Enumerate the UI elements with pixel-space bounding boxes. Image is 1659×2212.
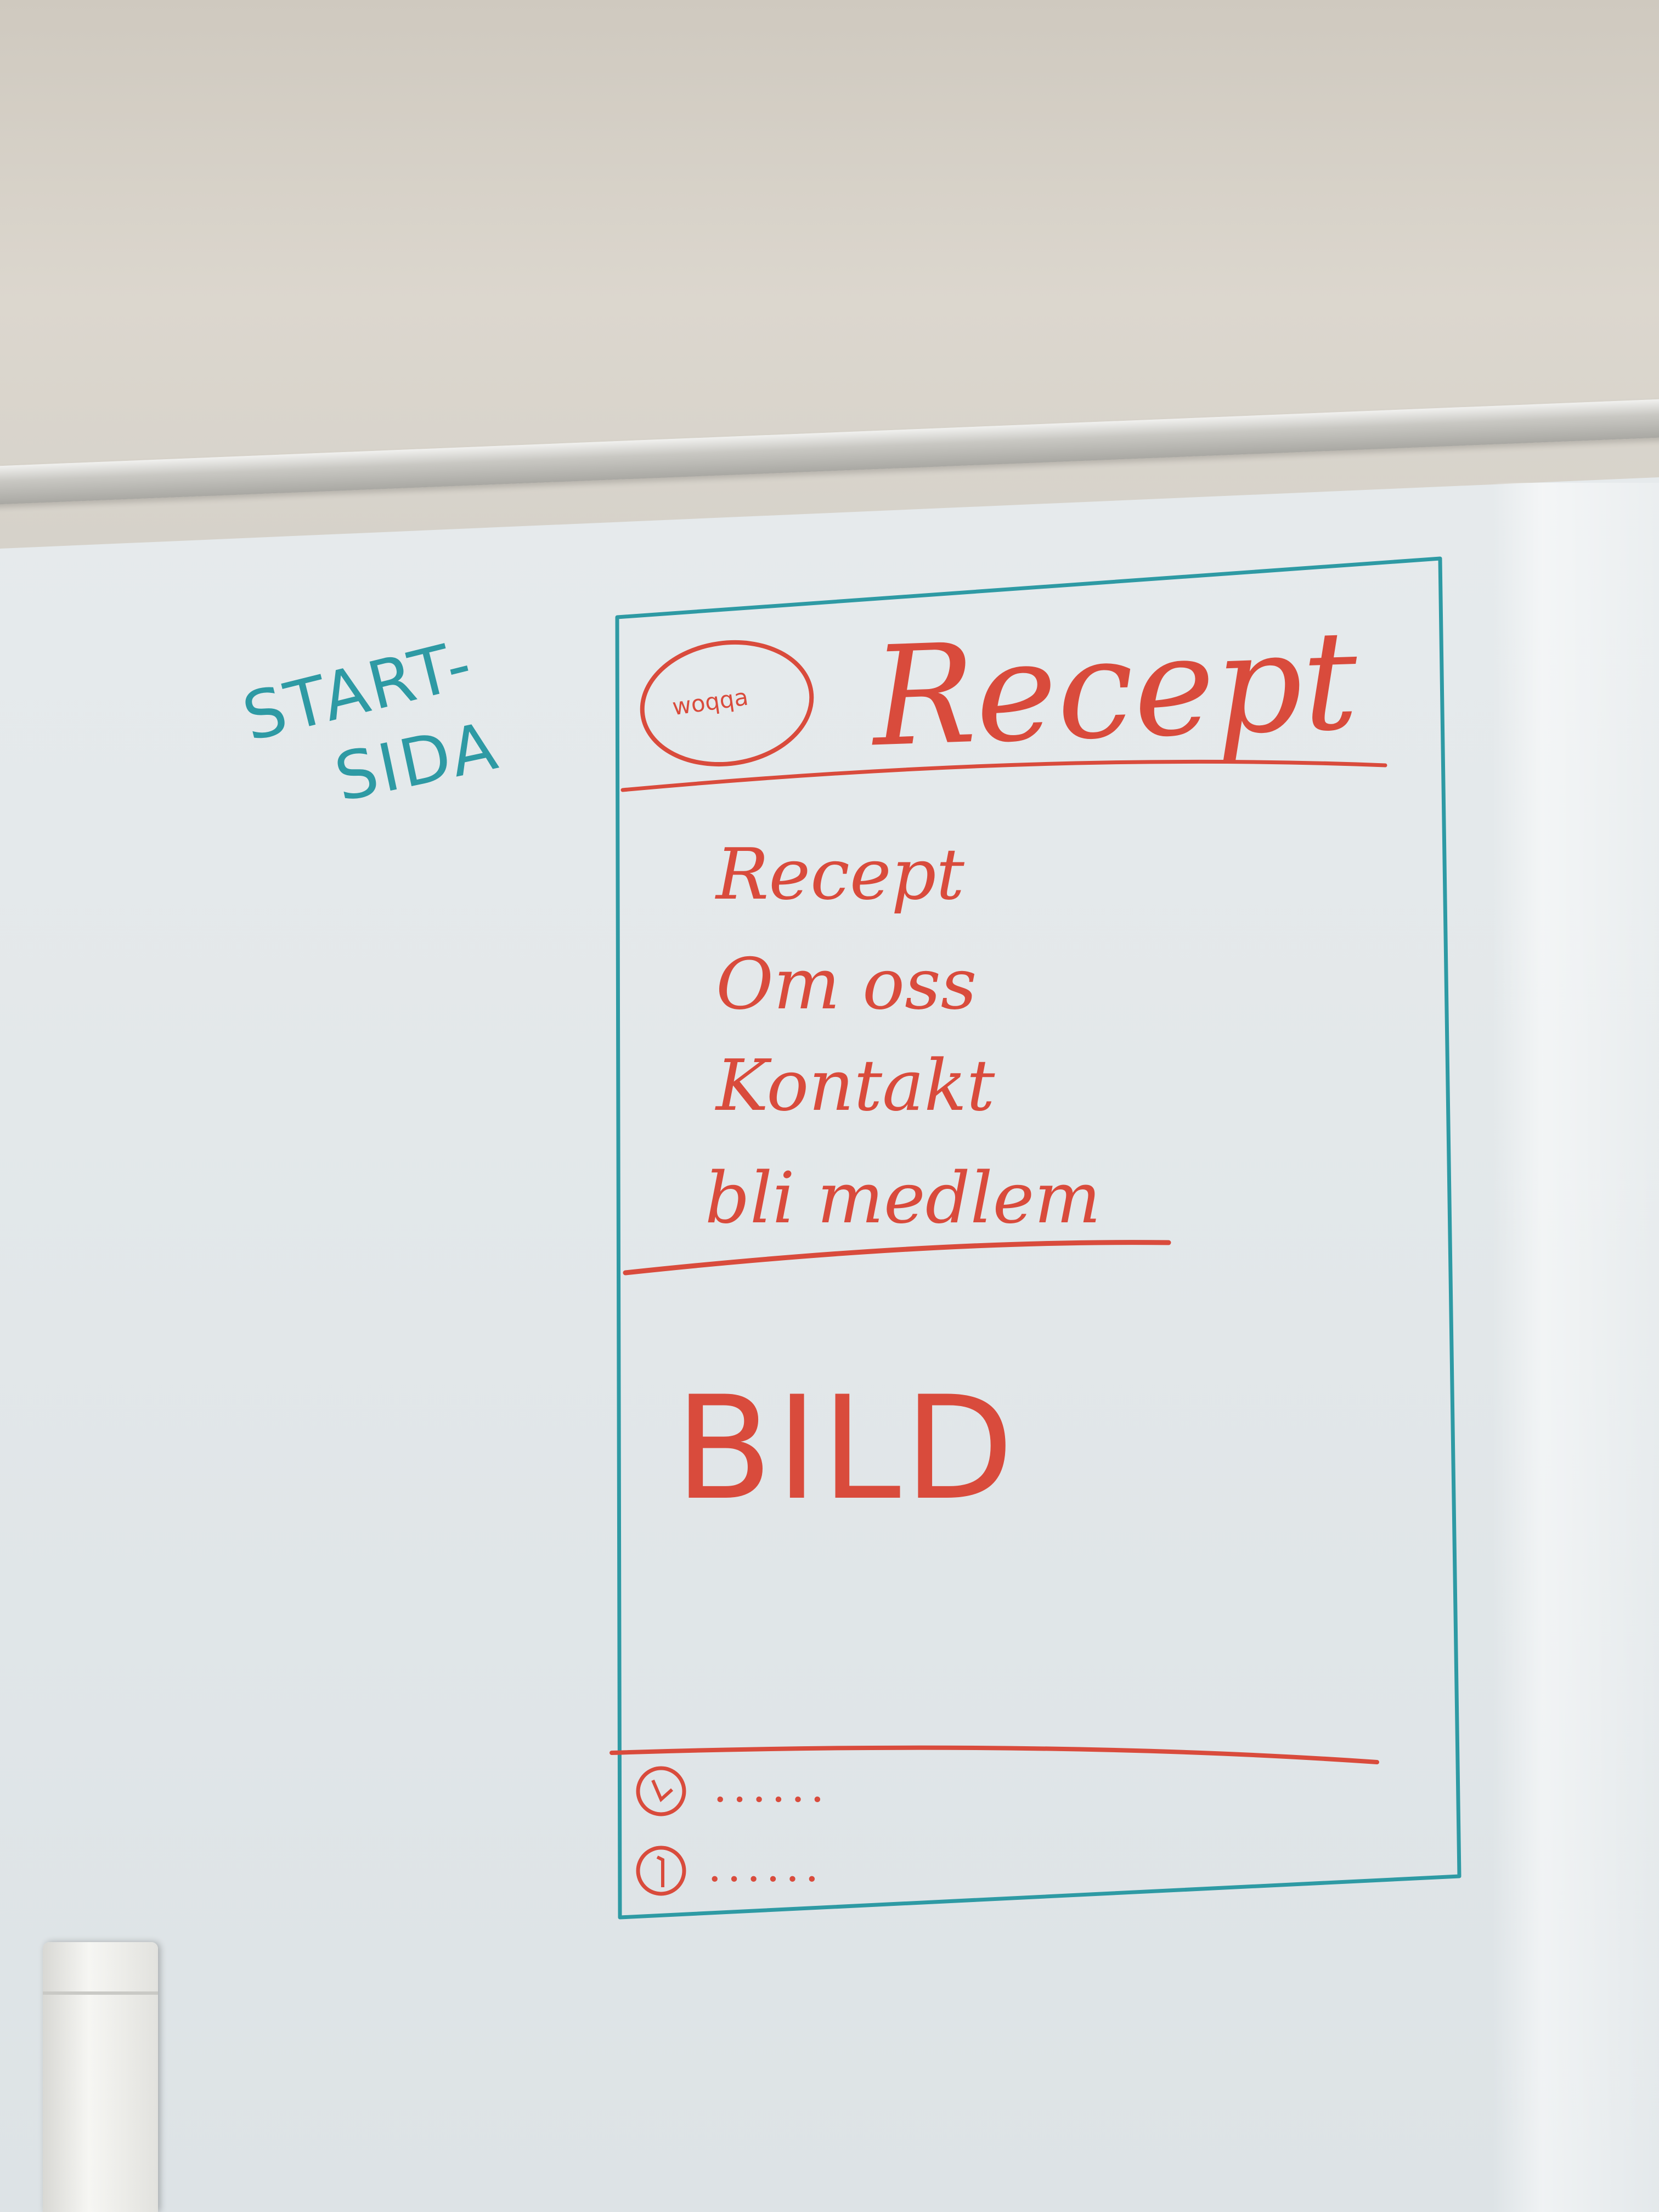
footer-info-text: ...... [708, 1841, 825, 1892]
info-icon [636, 1846, 686, 1896]
image-placeholder: BILD [675, 1366, 1018, 1532]
footer-divider [610, 1745, 1379, 1764]
nav-item-recept[interactable]: Recept [716, 834, 964, 916]
logo-circle [640, 640, 814, 767]
marker-cap [43, 1942, 158, 1995]
header-divider [620, 759, 1387, 792]
footer-phone-text: ...... [713, 1761, 830, 1812]
light-glare [1492, 483, 1659, 2212]
marker-pen [43, 1942, 158, 2212]
nav-item-bli-medlem[interactable]: bli medlem [705, 1158, 1101, 1239]
page-title: Recept [870, 600, 1361, 777]
nav-item-kontakt[interactable]: Kontakt [716, 1045, 995, 1127]
phone-icon [636, 1766, 686, 1816]
nav-divider [623, 1240, 1171, 1276]
nav-item-om-oss[interactable]: Om oss [716, 944, 977, 1025]
wireframe-frame [615, 556, 1462, 1920]
